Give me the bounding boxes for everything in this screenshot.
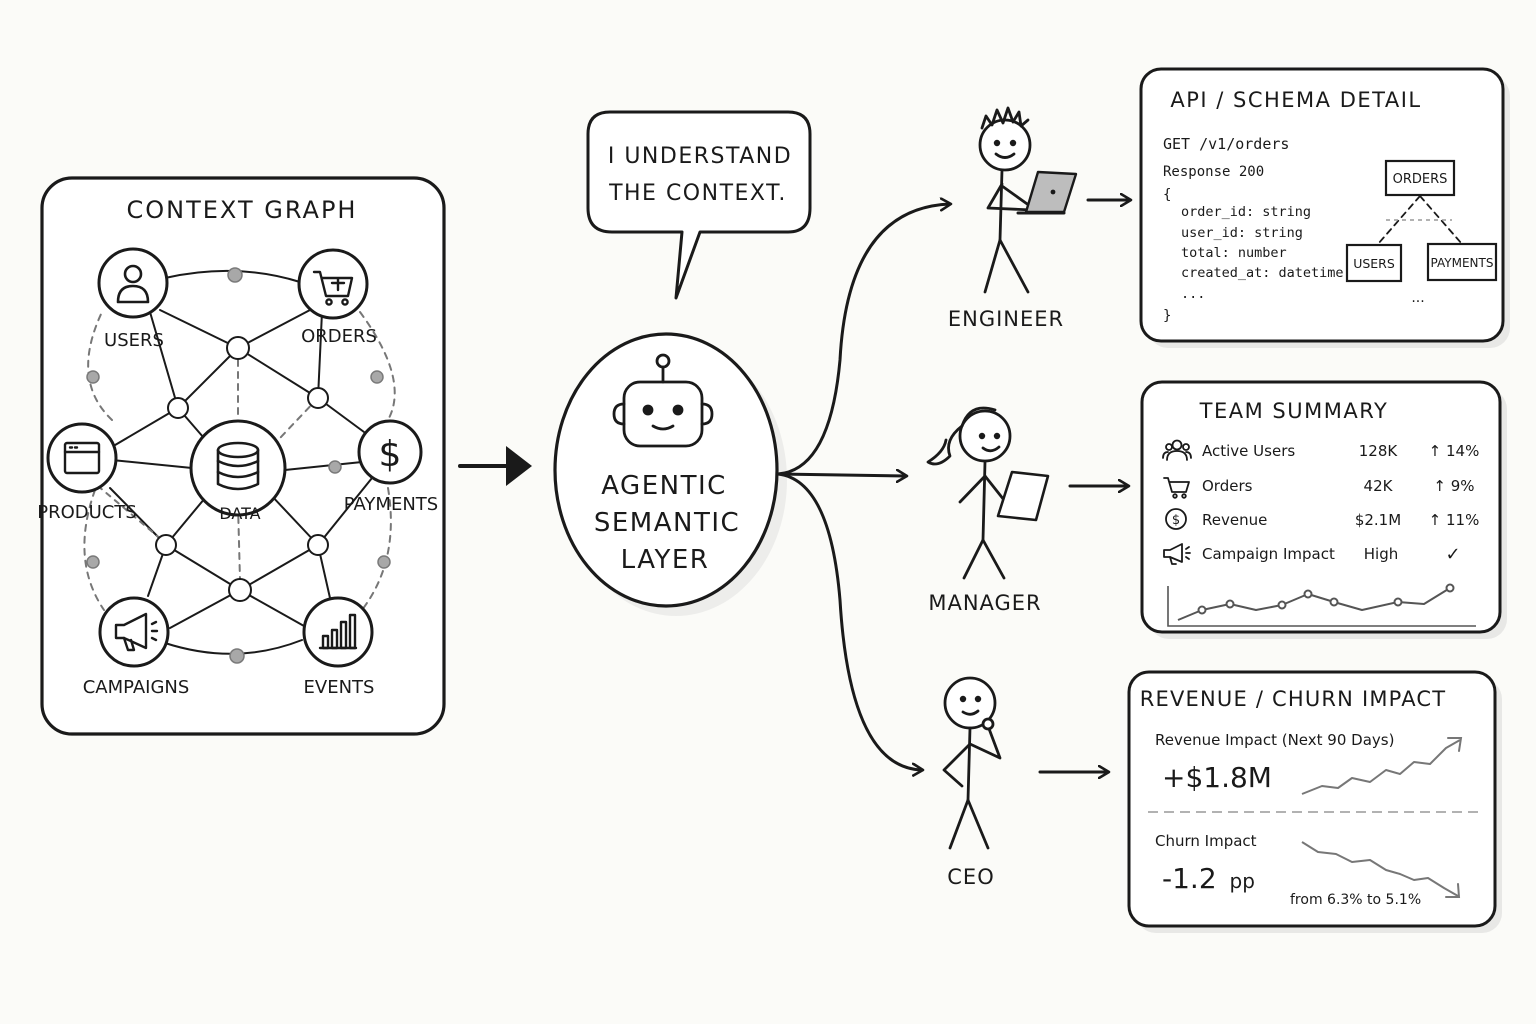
team-trend-sparkline [1167,583,1476,627]
api-response: Response 200 [1163,164,1264,180]
cart-icon [312,270,354,306]
churn-impact-label: Churn Impact [1155,832,1257,850]
dollar-icon: $ [379,434,402,475]
graph-junctions [155,336,329,602]
api-field: user_id: string [1181,225,1303,241]
team-summary-panel: TEAM SUMMARY $ Active Users 128K ↑ 14% O… [1140,380,1507,639]
team-row-change: ↑ 9% [1433,477,1474,495]
bar-chart-icon [318,613,358,650]
users-icon [1162,439,1192,461]
team-row-change: ✓ [1445,544,1460,565]
team-panel-title: TEAM SUMMARY [1199,399,1389,423]
orders-node-label: ORDERS [301,326,377,347]
payments-node-label: PAYMENTS [344,494,438,515]
data-node: DATA [189,419,287,523]
megaphone-icon [1163,543,1191,565]
api-field: ... [1181,286,1205,302]
agent-label-3: LAYER [621,545,710,575]
team-row-change: ↑ 11% [1429,511,1480,529]
api-field: order_id: string [1181,204,1311,220]
team-row-label: Active Users [1202,442,1295,460]
products-node-label: PRODUCTS [37,502,137,523]
churn-impact-value: -1.2 pp [1162,862,1255,895]
user-icon [116,264,150,304]
persona-panel-arrows [1038,200,1130,772]
agent-branch-arrows [776,204,950,770]
team-row-label: Orders [1202,477,1253,495]
manager-label: MANAGER [928,591,1041,615]
team-row-value: 42K [1364,477,1394,495]
engineer-figure: ENGINEER [948,106,1078,331]
laptop-icon [1016,170,1078,215]
team-row-value: High [1364,545,1398,563]
database-icon [216,441,260,491]
team-row-change: ↑ 14% [1429,442,1480,460]
agent-label-2: SEMANTIC [594,508,740,538]
robot-icon [612,353,714,448]
users-node-label: USERS [104,330,164,351]
revenue-trend-up [1301,737,1463,795]
campaigns-node-label: CAMPAIGNS [83,677,190,698]
engineer-label: ENGINEER [948,307,1064,331]
products-node: PRODUCTS [37,422,137,523]
browser-window-icon [63,441,101,475]
payments-node: $ PAYMENTS [344,419,438,515]
revenue-impact-value: +$1.8M [1162,761,1272,794]
api-endpoint: GET /v1/orders [1163,135,1289,153]
agent-label-1: AGENTIC [601,471,727,501]
manager-figure: MANAGER [926,406,1050,615]
megaphone-icon [114,612,159,652]
team-row-value: 128K [1359,442,1399,460]
churn-value-unit: pp [1230,869,1255,893]
revenue-churn-panel: REVENUE / CHURN IMPACT Revenue Impact (N… [1127,670,1502,933]
api-open-brace: { [1163,187,1171,203]
svg-text:$: $ [1172,513,1180,528]
schema-users-box: USERS [1353,256,1395,271]
revenue-impact-label: Revenue Impact (Next 90 Days) [1155,731,1394,749]
team-row-label: Campaign Impact [1202,545,1335,563]
churn-impact-note: from 6.3% to 5.1% [1290,892,1421,908]
speech-bubble: I UNDERSTAND THE CONTEXT. [586,110,812,300]
agent-node: AGENTIC SEMANTIC LAYER [553,332,787,616]
schema-orders-box: ORDERS [1393,172,1448,187]
events-node: EVENTS [302,596,375,698]
churn-trend-down [1301,841,1461,898]
schema-more: ... [1411,290,1424,306]
api-close-brace: } [1163,308,1171,324]
graph-to-agent-arrow [458,446,532,486]
api-schema-panel: API / SCHEMA DETAIL GET /v1/orders Respo… [1139,67,1510,348]
api-field: created_at: datetime [1181,265,1344,281]
context-graph-panel: CONTEXT GRAPH [37,176,446,736]
graph-edges [83,269,396,655]
events-node-label: EVENTS [304,677,375,698]
data-node-label: DATA [219,504,260,523]
team-row-value: $2.1M [1355,511,1401,529]
api-panel-title: API / SCHEMA DETAIL [1170,88,1421,112]
context-graph-title: CONTEXT GRAPH [127,196,358,224]
graph-gray-dots [86,267,391,664]
schema-diagram: ORDERS USERS PAYMENTS ... [1345,159,1498,306]
schema-payments-box: PAYMENTS [1431,256,1494,270]
tablet-icon [996,470,1050,522]
speech-line-1: I UNDERSTAND [608,144,792,169]
campaigns-node: CAMPAIGNS [83,596,190,698]
api-field: total: number [1181,245,1287,261]
team-row-label: Revenue [1202,511,1267,529]
users-node: USERS [97,247,169,351]
revenue-panel-title: REVENUE / CHURN IMPACT [1140,687,1447,711]
ceo-label: CEO [947,865,994,889]
ceo-figure: CEO [942,676,1002,889]
orders-node: ORDERS [297,248,377,347]
churn-value-number: -1.2 [1162,862,1217,895]
cart-icon [1163,477,1190,499]
dollar-icon: $ [1165,508,1187,530]
speech-line-2: THE CONTEXT. [608,181,787,206]
